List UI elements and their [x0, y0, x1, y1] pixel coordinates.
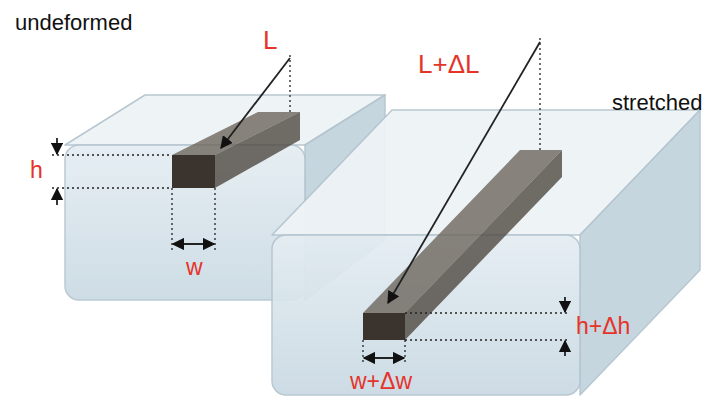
dimension-lines [52, 55, 290, 250]
dimension-label: L [263, 26, 277, 56]
state-label: undeformed [15, 10, 132, 35]
stretched-bar [363, 150, 562, 340]
dimension-label: w+Δw [350, 368, 412, 394]
dimension-lines [363, 38, 570, 364]
stretched-block [272, 110, 700, 395]
dimension-label: h+Δh [576, 313, 630, 339]
dimension-label: h [30, 157, 43, 183]
dimension-label: w [186, 254, 203, 280]
state-label: stretched [612, 90, 703, 115]
undeformed-bar [172, 112, 300, 188]
dimension-label: L+ΔL [418, 50, 479, 80]
